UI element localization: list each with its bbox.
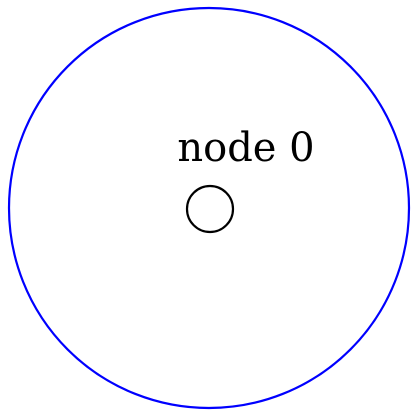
node-circle (185, 184, 235, 234)
node-label: node 0 (177, 125, 314, 171)
boundary-circle (7, 6, 411, 410)
